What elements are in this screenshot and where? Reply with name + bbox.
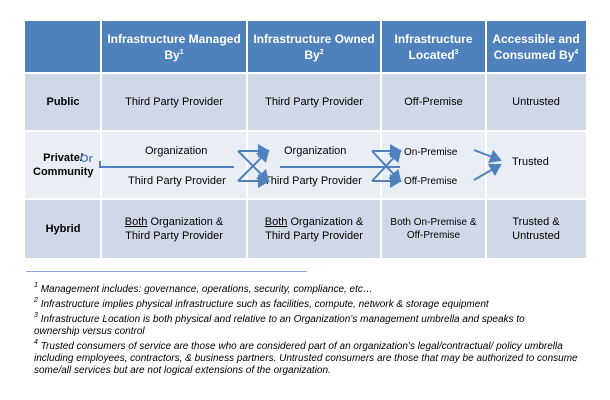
footnote-4: 4 Trusted consumers of service are those… (34, 339, 578, 376)
cloud-deployment-table: Infrastructure Managed By1 Infrastructur… (25, 21, 586, 258)
row-label-hybrid: Hybrid (25, 199, 101, 258)
public-consumed: Untrusted (486, 73, 586, 131)
or-label: Or (80, 153, 93, 165)
header-consumed-by: Accessible and Consumed By4 (486, 21, 586, 73)
private-managed-bottom: Third Party Provider (128, 175, 226, 187)
arrow-line (473, 149, 502, 163)
hybrid-located: Both On-Premise &Off-Premise (381, 199, 486, 258)
grid-line (246, 21, 248, 258)
public-located: Off-Premise (381, 73, 486, 131)
public-owned: Third Party Provider (247, 73, 381, 131)
private-managed-top: Organization (145, 145, 208, 157)
footnotes: 1 Management includes: governance, opera… (34, 282, 594, 380)
private-owned-bottom: Third Party Provider (264, 175, 362, 187)
grid-line (25, 198, 586, 200)
footnote-2: 2 Infrastructure implies physical infras… (34, 297, 489, 310)
header-owned-by: Infrastructure Owned By2 (247, 21, 381, 73)
private-located-bottom: Off-Premise (404, 176, 458, 187)
grid-line (100, 21, 102, 258)
header-located: Infrastructure Located3 (381, 21, 486, 73)
footnote-separator (26, 271, 307, 272)
public-managed: Third Party Provider (101, 73, 247, 131)
header-corner (25, 21, 101, 73)
arrow-line (237, 149, 270, 182)
private-managed-cell (101, 131, 247, 199)
arrow-line (473, 163, 502, 181)
row-label-private-community: Private/ Community (25, 131, 101, 199)
grid-line (25, 130, 586, 132)
private-consumed-cell (486, 131, 586, 199)
footnote-1: 1 Management includes: governance, opera… (34, 282, 373, 295)
private-consumed: Trusted (512, 156, 549, 168)
private-owned-top: Organization (284, 145, 347, 157)
hybrid-managed: Both Organization &Third Party Provider (101, 199, 247, 258)
grid-line (25, 72, 586, 74)
or-bracket-line (99, 161, 234, 168)
header-managed-by: Infrastructure Managed By1 (101, 21, 247, 73)
grid-line (485, 21, 487, 258)
hybrid-consumed: Trusted &Untrusted (486, 199, 586, 258)
hybrid-owned: Both Organization &Third Party Provider (247, 199, 381, 258)
footnote-3: 3 Infrastructure Location is both physic… (34, 312, 525, 337)
grid-line (380, 21, 382, 258)
private-located-top: On-Premise (404, 147, 458, 158)
row-label-public: Public (25, 73, 101, 131)
